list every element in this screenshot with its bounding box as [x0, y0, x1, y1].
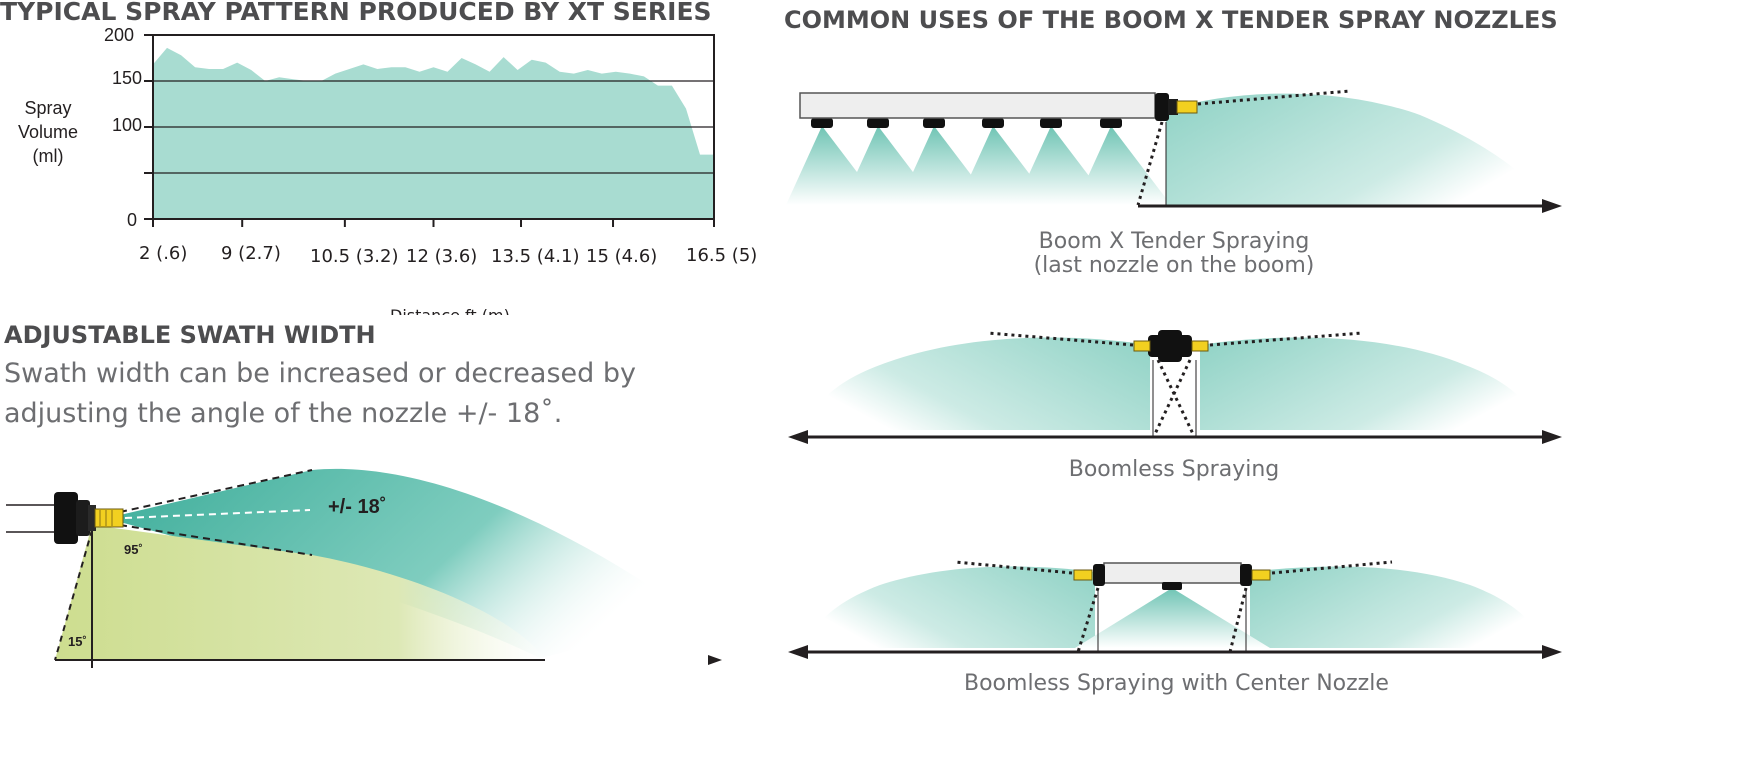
x-tick-label: 2 (.6) — [139, 243, 188, 264]
x-tick-label: 16.5 (5) — [686, 245, 758, 266]
x-tick-label: 9 (2.7) — [221, 243, 281, 264]
boom-nozzle-icon — [982, 118, 1004, 128]
caption-last-nozzle: (last nozzle on the boom) — [1033, 253, 1315, 278]
x-tick-label: 10.5 (3.2) — [310, 246, 399, 267]
boomless-diagram — [788, 330, 1562, 444]
y-axis-label-line: (ml) — [32, 146, 64, 166]
boom-nozzle-icon — [867, 118, 889, 128]
y-axis-label-line: Spray — [24, 98, 72, 118]
x-tick-label: 13.5 (4.1) — [491, 246, 580, 267]
x-tick-label: 12 (3.6) — [406, 246, 478, 267]
spray-plume-lower — [55, 525, 545, 660]
chart-title: TYPICAL SPRAY PATTERN PRODUCED BY XT SER… — [0, 0, 712, 26]
y-axis-label: Spray Volume (ml) — [8, 96, 88, 168]
y-axis-label-line: Volume — [17, 122, 79, 142]
boomless-center-nozzle-diagram — [788, 560, 1562, 659]
spray-angle-label: 95˚ — [124, 542, 143, 557]
y-tick-label: 0 — [127, 210, 138, 230]
uses-title: COMMON USES OF THE BOOM X TENDER SPRAY N… — [784, 6, 1558, 34]
boom-nozzle-icon — [923, 118, 945, 128]
y-tick-label: 150 — [112, 68, 143, 88]
angle-label: +/- 18˚ — [328, 496, 387, 518]
spray-plume-upper — [120, 468, 700, 658]
spray-cone — [1075, 126, 1171, 205]
boom-bar — [1103, 562, 1242, 584]
caption-boomless-center: Boomless Spraying with Center Nozzle — [964, 671, 1389, 696]
boom-nozzle-icon — [811, 118, 833, 128]
boom-x-tender-diagram — [786, 89, 1562, 213]
boom-nozzle-icon — [1100, 118, 1122, 128]
swath-description: Swath width can be increased or decrease… — [4, 358, 636, 429]
caption-boom-x-tender: Boom X Tender Spraying — [1038, 229, 1310, 254]
nozzle-icon — [54, 492, 124, 544]
boom-bar — [799, 92, 1156, 119]
y-tick-label: 100 — [112, 115, 143, 135]
caption-boomless: Boomless Spraying — [1068, 457, 1280, 482]
x-axis-label: Distance ft (m) — [390, 306, 510, 315]
tilt-angle-label: 15˚ — [68, 634, 87, 649]
boom-nozzle-icon — [1040, 118, 1062, 128]
x-tick-label: 15 (4.6) — [586, 246, 658, 267]
y-tick-label: 200 — [104, 25, 135, 45]
swath-title: ADJUSTABLE SWATH WIDTH — [4, 321, 376, 349]
